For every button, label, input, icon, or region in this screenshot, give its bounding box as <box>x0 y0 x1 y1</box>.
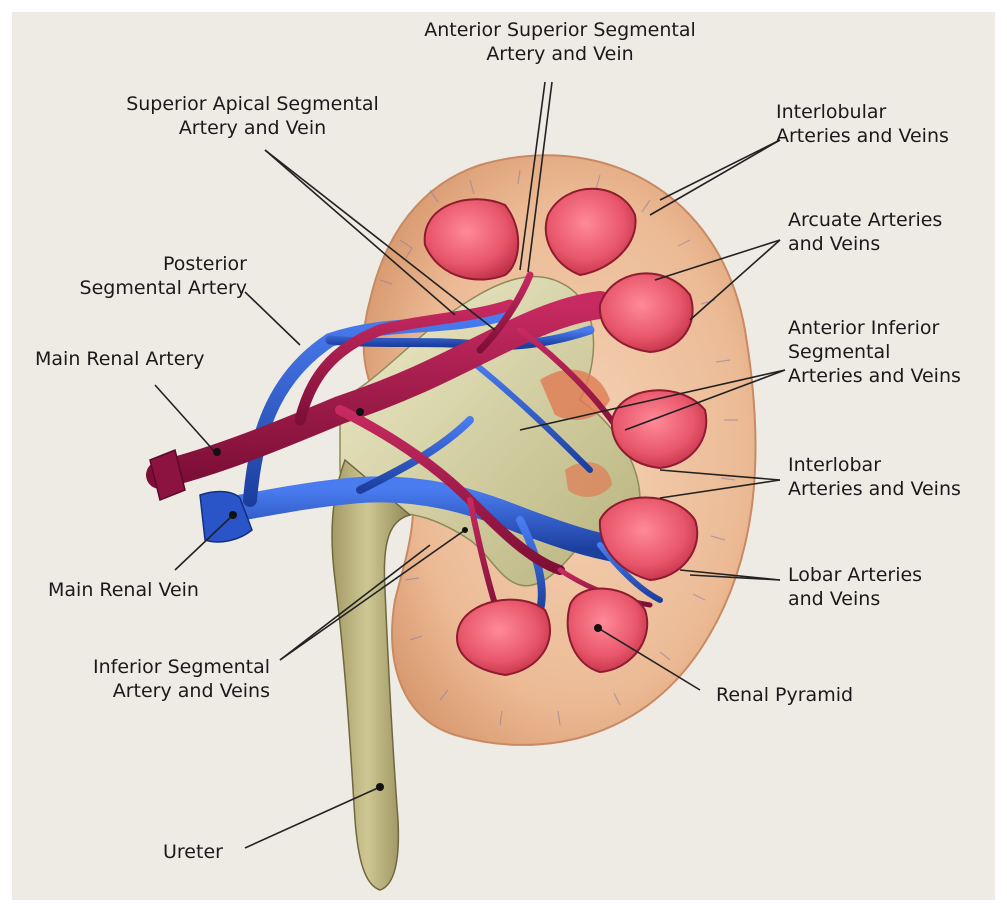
label-renal-pyramid: Renal Pyramid <box>716 683 896 707</box>
label-arcuate: Arcuate Arteries and Veins <box>788 208 993 256</box>
label-superior-apical-segmental: Superior Apical Segmental Artery and Vei… <box>80 92 425 140</box>
label-ureter: Ureter <box>163 840 253 864</box>
label-main-renal-artery: Main Renal Artery <box>35 347 265 371</box>
label-main-renal-vein: Main Renal Vein <box>48 578 248 602</box>
label-posterior-segmental: Posterior Segmental Artery <box>15 252 247 300</box>
label-anterior-inferior-segmental: Anterior Inferior Segmental Arteries and… <box>788 316 1003 388</box>
label-interlobular: Interlobular Arteries and Veins <box>776 100 1001 148</box>
label-lobar: Lobar Arteries and Veins <box>788 563 988 611</box>
label-inferior-segmental: Inferior Segmental Artery and Veins <box>30 655 270 703</box>
label-anterior-superior-segmental: Anterior Superior Segmental Artery and V… <box>375 18 745 66</box>
label-interlobar: Interlobar Arteries and Veins <box>788 453 1003 501</box>
